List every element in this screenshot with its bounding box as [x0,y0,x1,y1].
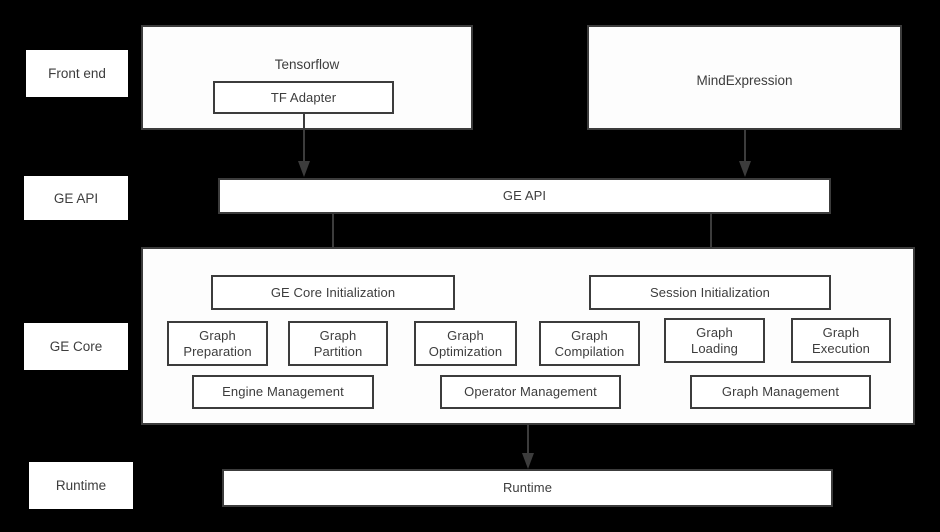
engine-management-box[interactable]: Engine Management [192,375,374,409]
graph-optimization-box[interactable]: Graph Optimization [414,321,517,366]
arrow-tf-adapter-to-ge-api [296,113,312,179]
graph-loading-label: Graph Loading [691,325,738,356]
runtime-bar-label: Runtime [502,480,553,496]
graph-partition-box[interactable]: Graph Partition [288,321,388,366]
session-initialization-label: Session Initialization [650,284,770,300]
layer-label-runtime: Runtime [29,462,133,509]
operator-management-label: Operator Management [464,384,597,400]
layer-label-ge-core: GE Core [24,323,128,370]
graph-loading-box[interactable]: Graph Loading [664,318,765,363]
tensorflow-label: Tensorflow [274,57,340,72]
layer-label-ge-api: GE API [24,176,128,220]
operator-management-box[interactable]: Operator Management [440,375,621,409]
layer-label-ge-core-text: GE Core [49,339,103,354]
mindexpression-container: MindExpression [587,25,902,130]
graph-compilation-box[interactable]: Graph Compilation [539,321,640,366]
graph-management-label: Graph Management [721,384,840,400]
layer-label-runtime-text: Runtime [55,478,107,493]
session-initialization-box[interactable]: Session Initialization [589,275,831,310]
ge-core-initialization-label: GE Core Initialization [270,284,396,300]
graph-preparation-label: Graph Preparation [183,328,252,359]
graph-execution-label: Graph Execution [812,325,870,356]
ge-api-bar[interactable]: GE API [218,178,831,214]
graph-compilation-label: Graph Compilation [554,328,625,359]
graph-preparation-box[interactable]: Graph Preparation [167,321,268,366]
engine-management-label: Engine Management [222,384,344,400]
arrow-ge-core-to-runtime [520,425,536,471]
layer-label-front-end-text: Front end [48,66,106,81]
ge-api-bar-label: GE API [502,188,547,204]
runtime-bar[interactable]: Runtime [222,469,833,507]
layer-label-ge-api-text: GE API [53,190,99,206]
mindexpression-label: MindExpression [696,73,793,88]
tf-adapter-label: TF Adapter [270,89,337,105]
graph-management-box[interactable]: Graph Management [690,375,871,409]
tf-adapter-box[interactable]: TF Adapter [213,81,394,114]
graph-optimization-label: Graph Optimization [428,328,503,359]
arrow-mindexpression-to-ge-api [737,129,753,179]
layer-label-front-end: Front end [26,50,128,97]
graph-partition-label: Graph Partition [313,328,363,359]
ge-core-initialization-box[interactable]: GE Core Initialization [211,275,455,310]
graph-execution-box[interactable]: Graph Execution [791,318,891,363]
